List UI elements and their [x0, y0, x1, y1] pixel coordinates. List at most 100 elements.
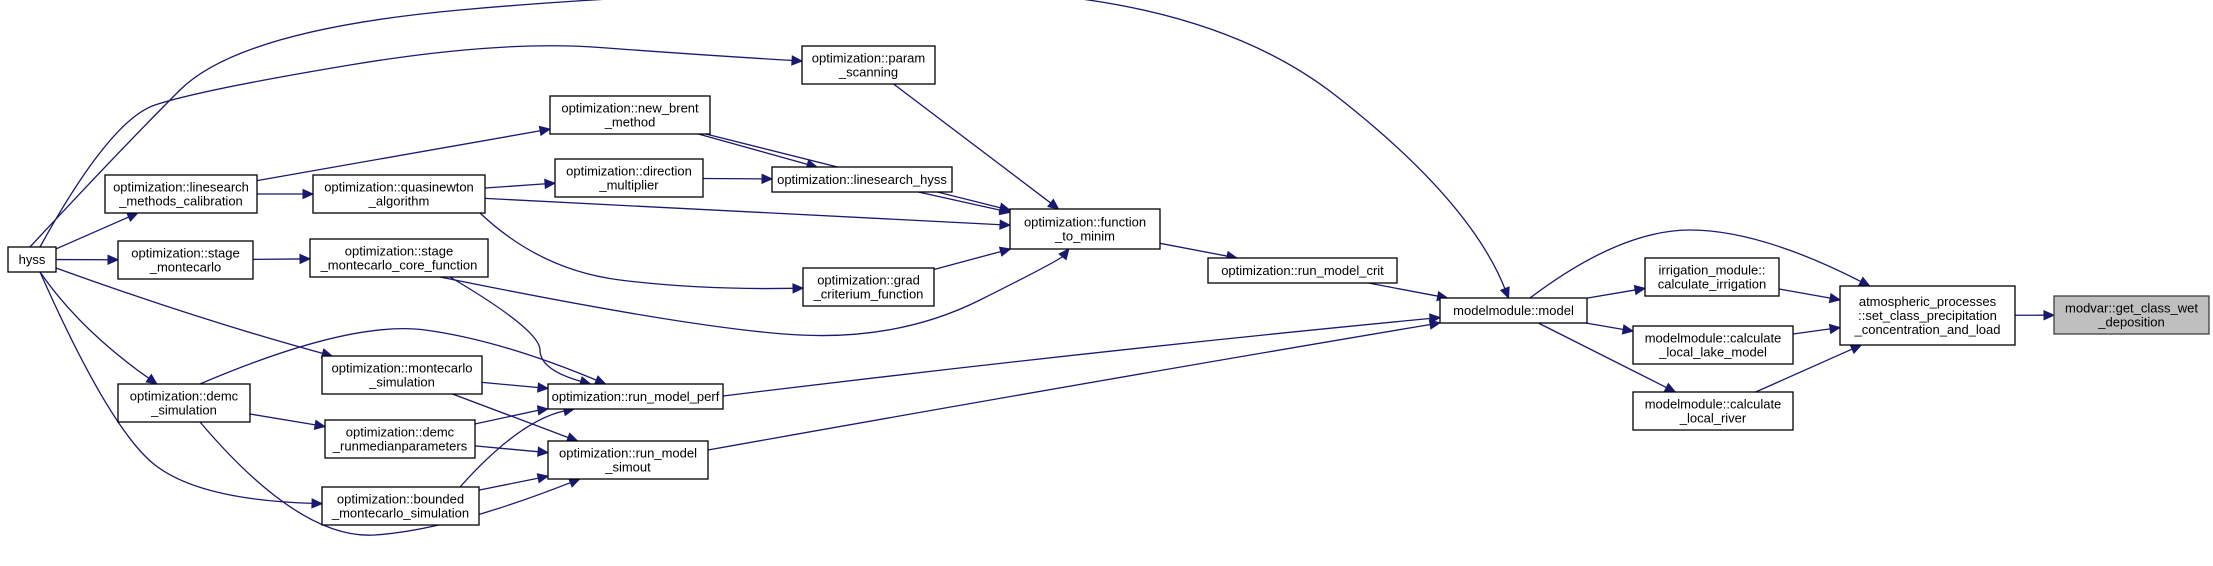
edge-run_model_crit-to-model	[1368, 282, 1449, 302]
edge-arrowhead	[537, 382, 550, 393]
node-box	[117, 383, 251, 423]
edge-arrowhead	[1428, 319, 1442, 330]
edge-arrowhead	[1633, 284, 1647, 296]
edge-stage_montecarlo-to-stage_montecarlo_core_function	[252, 253, 312, 265]
node-label: _simulation	[368, 375, 435, 390]
edge-hyss-to-bounded_montecarlo_simulation	[39, 271, 324, 509]
node-calculate-irrigation[interactable]: irrigation_module::calculate_irrigation	[1644, 257, 1780, 297]
node-label: optimization::direction	[566, 164, 692, 179]
edge-line	[1368, 282, 1439, 297]
edge-linesearch_hyss-to-function_to_minim	[918, 191, 1012, 216]
node-calculate-local-lake-model[interactable]: modelmodule::calculate_local_lake_model	[1632, 325, 1794, 365]
node-label: _runmedianparameters	[332, 439, 468, 454]
node-label: optimization::quasinewton	[324, 180, 474, 195]
node-label: _method	[604, 115, 656, 130]
node-run-model-crit[interactable]: optimization::run_model_crit	[1207, 257, 1398, 284]
node-demc-runmedianparameters[interactable]: optimization::demc_runmedianparameters	[324, 419, 476, 459]
edge-quasinewton_algorithm-to-grad_criterium_function	[479, 212, 805, 294]
node-label: calculate_irrigation	[1658, 277, 1766, 292]
edge-stage_montecarlo_core_function-to-function_to_minim	[439, 248, 1070, 337]
edge-demc_runmedianparameters-to-run_model_perf	[469, 405, 550, 426]
edge-line	[1755, 348, 1854, 393]
node-label: optimization::run_model_perf	[552, 389, 720, 404]
edge-line	[199, 421, 572, 536]
node-box	[554, 158, 704, 198]
node-function-to-minim[interactable]: optimization::function_to_minim	[1009, 208, 1161, 250]
node-run-model-perf[interactable]: optimization::run_model_perf	[547, 383, 724, 410]
edge-quasinewton_algorithm-to-function_to_minim	[484, 197, 1012, 230]
edge-line	[256, 129, 542, 182]
node-box	[802, 267, 935, 307]
node-label: _montecarlo_core_function	[320, 258, 478, 273]
node-label: _to_minim	[1054, 229, 1115, 244]
edge-line	[249, 413, 317, 426]
edge-line	[1538, 322, 1668, 389]
edge-line	[1159, 242, 1229, 257]
node-label: _concentration_and_load	[1853, 322, 2000, 337]
edge-arrowhead	[311, 498, 324, 509]
node-linesearch-hyss[interactable]: optimization::linesearch_hyss	[771, 166, 953, 193]
node-label: _multiplier	[598, 178, 659, 193]
node-label: optimization::run_model	[559, 446, 697, 461]
node-box	[547, 383, 724, 410]
node-grad-criterium-function[interactable]: optimization::grad_criterium_function	[802, 267, 935, 307]
node-set-class-precipitation[interactable]: atmospheric_processes::set_class_precipi…	[1839, 285, 2016, 346]
edge-line	[39, 271, 314, 505]
node-label: hyss	[19, 252, 46, 267]
node-label: modvar::get_class_wet	[2065, 301, 2198, 316]
edge-arrowhead	[999, 219, 1012, 230]
node-box	[801, 45, 936, 85]
node-linesearch-methods-calibration[interactable]: optimization::linesearch_methods_calibra…	[104, 174, 258, 214]
node-stage-montecarlo[interactable]: optimization::stage_montecarlo	[117, 240, 254, 280]
node-label: atmospheric_processes	[1859, 294, 1997, 309]
node-box	[547, 440, 709, 480]
node-label: _scanning	[838, 65, 898, 80]
node-box	[312, 174, 486, 214]
edge-line	[893, 83, 1052, 205]
edge-arrowhead	[544, 178, 557, 190]
node-bounded-montecarlo-simulation[interactable]: optimization::bounded_montecarlo_simulat…	[321, 486, 480, 526]
node-box	[1439, 297, 1588, 324]
nodes: modvar::get_class_wet_deposition atmosphe…	[7, 45, 2210, 526]
edge-arrowhead	[1849, 344, 1863, 355]
edge-line	[484, 197, 1002, 226]
edge-arrowhead	[1621, 324, 1635, 335]
edge-arrowhead	[1857, 276, 1871, 287]
edge-calculate_irrigation-to-set_class_precipitation	[1778, 288, 1842, 304]
edge-arrowhead	[1828, 292, 1842, 304]
edge-line	[39, 45, 794, 248]
edge-new_brent_method-to-linesearch_hyss	[698, 133, 819, 170]
node-get-class-wet-deposition[interactable]: modvar::get_class_wet_deposition	[2053, 295, 2210, 335]
node-label: irrigation_module::	[1659, 263, 1766, 278]
node-demc-simulation[interactable]: optimization::demc_simulation	[117, 383, 251, 423]
node-new-brent-method[interactable]: optimization::new_brent_method	[549, 95, 711, 135]
node-hyss[interactable]: hyss	[7, 246, 57, 273]
node-montecarlo-simulation[interactable]: optimization::montecarlo_simulation	[321, 355, 483, 395]
node-label: optimization::stage	[345, 244, 453, 259]
edge-line	[459, 410, 566, 488]
node-stage-montecarlo-core-function[interactable]: optimization::stage_montecarlo_core_func…	[309, 238, 489, 278]
node-label: optimization::param	[812, 51, 925, 66]
edge-line	[1778, 288, 1832, 299]
edge-arrowhead	[107, 254, 120, 266]
node-box	[104, 174, 258, 214]
edge-arrowhead	[536, 473, 550, 484]
node-calculate-local-river[interactable]: modelmodule::calculate_local_river	[1632, 391, 1794, 431]
node-box	[117, 240, 254, 280]
edge-run_model_simout-to-model	[707, 319, 1442, 451]
node-direction-multiplier[interactable]: optimization::direction_multiplier	[554, 158, 704, 198]
node-label: _simulation	[150, 403, 217, 418]
edge-hyss-to-stage_montecarlo	[55, 254, 120, 266]
edge-arrowhead	[2043, 309, 2056, 321]
node-label: optimization::demc	[346, 425, 455, 440]
node-model[interactable]: modelmodule::model	[1439, 297, 1588, 324]
node-box	[309, 238, 489, 278]
edge-direction_multiplier-to-linesearch_hyss	[702, 173, 774, 185]
node-box	[321, 355, 483, 395]
node-param-scanning[interactable]: optimization::param_scanning	[801, 45, 936, 85]
edge-line	[698, 133, 809, 166]
node-run-model-simout[interactable]: optimization::run_model_simout	[547, 440, 709, 480]
node-quasinewton-algorithm[interactable]: optimization::quasinewton_algorithm	[312, 174, 486, 214]
node-label: _montecarlo	[149, 260, 222, 275]
node-label: optimization::run_model_crit	[1221, 263, 1384, 278]
